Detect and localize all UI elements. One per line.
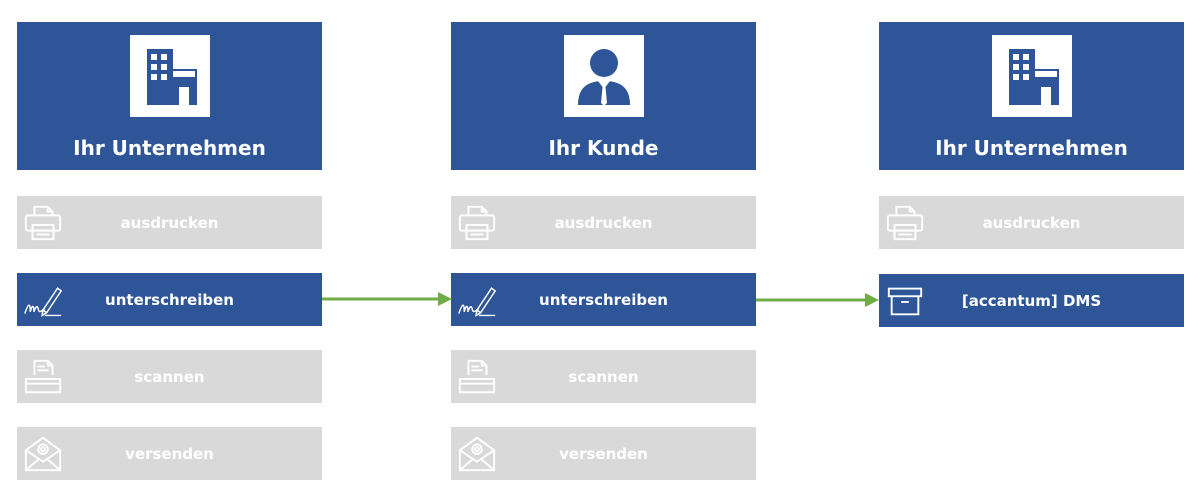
column-1-header: Ihr Unternehmen (17, 22, 322, 170)
printer-icon (457, 204, 497, 242)
signature-pen-icon (457, 281, 497, 319)
email-envelope-icon (457, 435, 497, 473)
signature-pen-icon (23, 281, 63, 319)
step-label: ausdrucken (982, 213, 1081, 232)
step-label: ausdrucken (554, 213, 653, 232)
flow-arrow-1 (322, 292, 452, 306)
step-label: versenden (559, 444, 648, 463)
step-label: versenden (125, 444, 214, 463)
step-label: scannen (134, 367, 205, 386)
scanner-icon (457, 358, 497, 396)
column-3-title: Ihr Unternehmen (935, 136, 1128, 160)
column-2-step-send[interactable]: versenden (451, 427, 756, 480)
email-envelope-icon (23, 435, 63, 473)
column-2-title: Ihr Kunde (548, 136, 659, 160)
step-label: scannen (568, 367, 639, 386)
column-2-step-scan[interactable]: scannen (451, 350, 756, 403)
column-1-step-sign[interactable]: unterschreiben (17, 273, 322, 326)
printer-icon (885, 204, 925, 242)
column-2-step-sign[interactable]: unterschreiben (451, 273, 756, 326)
column-1-step-print[interactable]: ausdrucken (17, 196, 322, 249)
printer-icon (23, 204, 63, 242)
step-label: [accantum] DMS (961, 291, 1102, 310)
column-1-step-scan[interactable]: scannen (17, 350, 322, 403)
column-1-title: Ihr Unternehmen (73, 136, 266, 160)
person-icon (563, 35, 644, 117)
column-3-header: Ihr Unternehmen (879, 22, 1184, 170)
step-label: unterschreiben (105, 290, 234, 309)
building-icon (991, 35, 1072, 117)
column-2-step-print[interactable]: ausdrucken (451, 196, 756, 249)
building-icon (129, 35, 210, 117)
column-3-step-dms[interactable]: [accantum] DMS (879, 274, 1184, 327)
column-2-header: Ihr Kunde (451, 22, 756, 170)
step-label: ausdrucken (120, 213, 219, 232)
column-3-step-print[interactable]: ausdrucken (879, 196, 1184, 249)
flow-arrow-2 (756, 293, 879, 307)
step-label: unterschreiben (539, 290, 668, 309)
scanner-icon (23, 358, 63, 396)
column-1-step-send[interactable]: versenden (17, 427, 322, 480)
archive-box-icon (885, 282, 925, 320)
